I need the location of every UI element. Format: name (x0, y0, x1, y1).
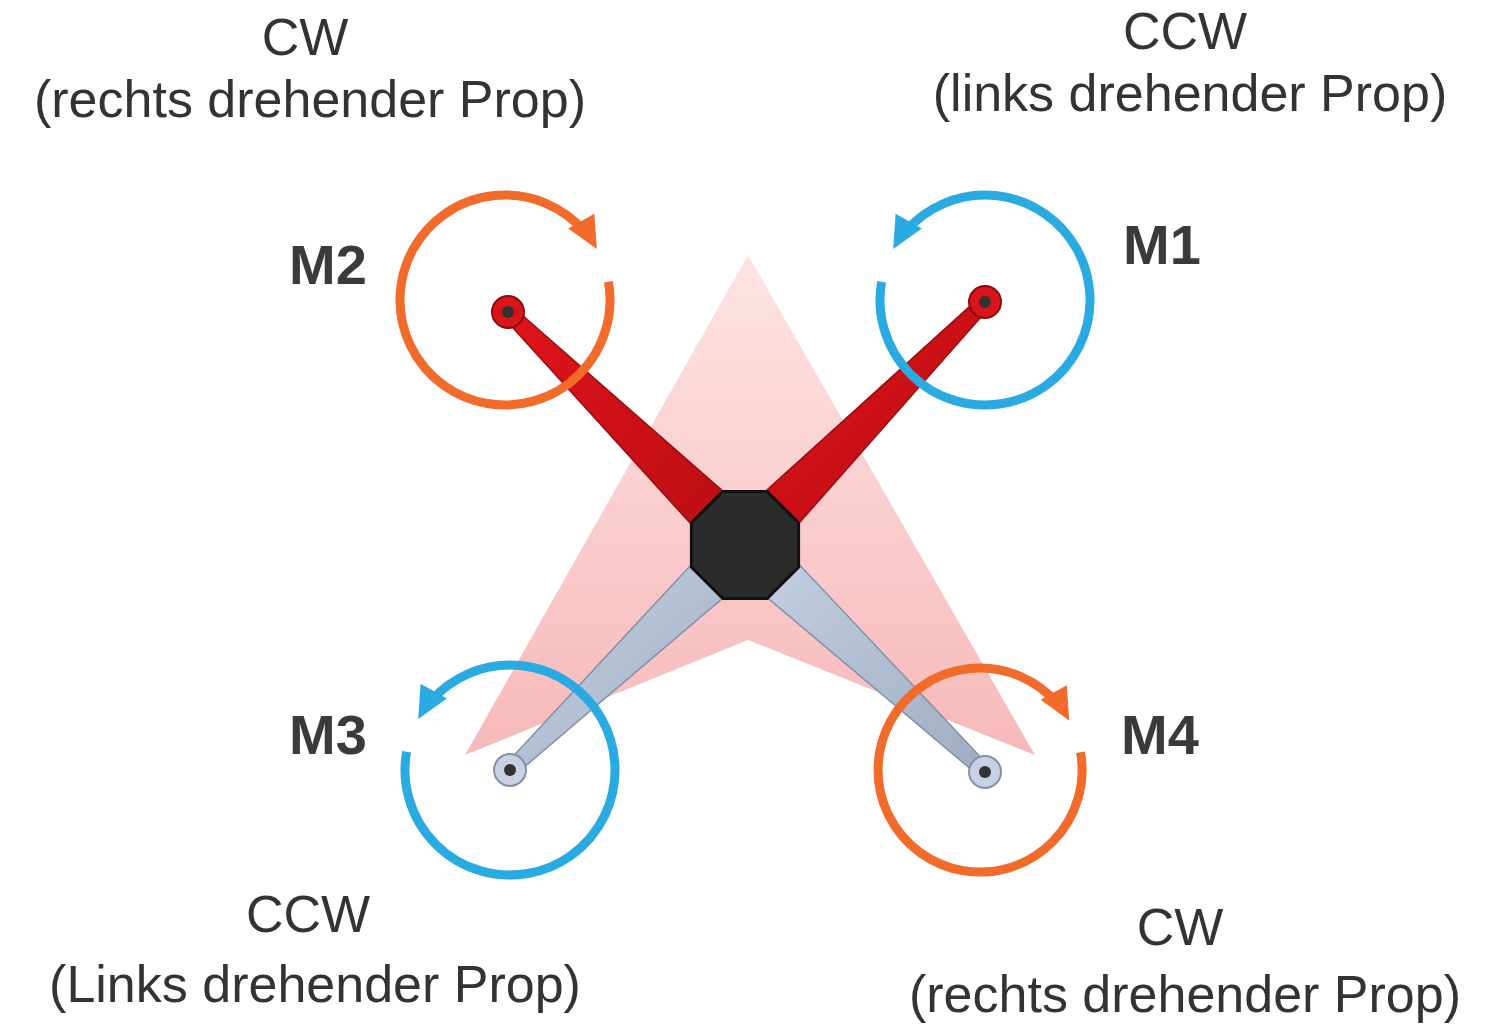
direction-arrow (465, 255, 1035, 755)
rotation-label: CW (262, 8, 349, 68)
rotation-arc (405, 665, 615, 875)
motor-number: M4 (1121, 703, 1199, 767)
motor-number: M1 (1123, 213, 1201, 277)
rotation-label: CW (1137, 898, 1224, 958)
rotation-arrowhead (418, 684, 447, 719)
flight-controller (691, 491, 798, 598)
motor-number: M3 (289, 703, 367, 767)
motor-shaft (979, 766, 991, 778)
prop-description: (rechts drehender Prop) (909, 965, 1461, 1025)
rotation-arrowhead (893, 214, 922, 249)
prop-description: (links drehender Prop) (933, 64, 1447, 124)
motor-mount (494, 754, 526, 786)
motor-shaft (502, 306, 514, 318)
rotation-arc (880, 195, 1090, 405)
motor-mount (969, 756, 1001, 788)
rotation-arrowhead (1041, 685, 1070, 720)
prop-description: (Links drehender Prop) (49, 955, 581, 1015)
prop-description: (rechts drehender Prop) (34, 70, 586, 130)
rotation-arc (400, 195, 610, 405)
motor-shaft (504, 764, 516, 776)
motor-mount (969, 286, 1001, 318)
motor-number: M2 (289, 233, 367, 297)
rotation-arrowhead (568, 214, 597, 249)
rotation-label: CCW (1123, 2, 1247, 62)
rotation-arc (878, 668, 1082, 872)
motor-shaft (979, 296, 991, 308)
rotation-label: CCW (246, 885, 370, 945)
motor-mount (492, 296, 524, 328)
